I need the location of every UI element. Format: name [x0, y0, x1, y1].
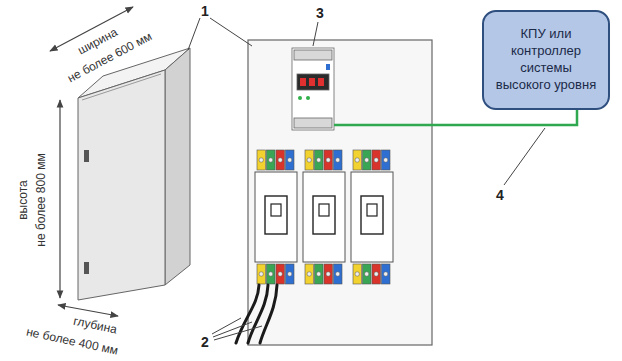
circuit-breakers [255, 150, 393, 284]
node-label: КПУ или контроллер системы высокого уров… [492, 26, 600, 94]
dimension-label: не более 800 мм [35, 153, 49, 246]
callout-number: 2 [201, 334, 209, 350]
dimension-label: глубина [72, 315, 118, 338]
callout-number: 4 [496, 187, 504, 203]
signal-line [334, 110, 577, 125]
mounting-panel [248, 40, 432, 345]
controller-box: КПУ или контроллер системы высокого уров… [482, 10, 610, 110]
cables [236, 285, 277, 343]
cabinet [78, 48, 190, 300]
callout-number: 3 [316, 5, 324, 21]
callout-number: 1 [201, 3, 209, 19]
dimension-label: высота [17, 180, 31, 220]
controller-device [292, 48, 334, 130]
